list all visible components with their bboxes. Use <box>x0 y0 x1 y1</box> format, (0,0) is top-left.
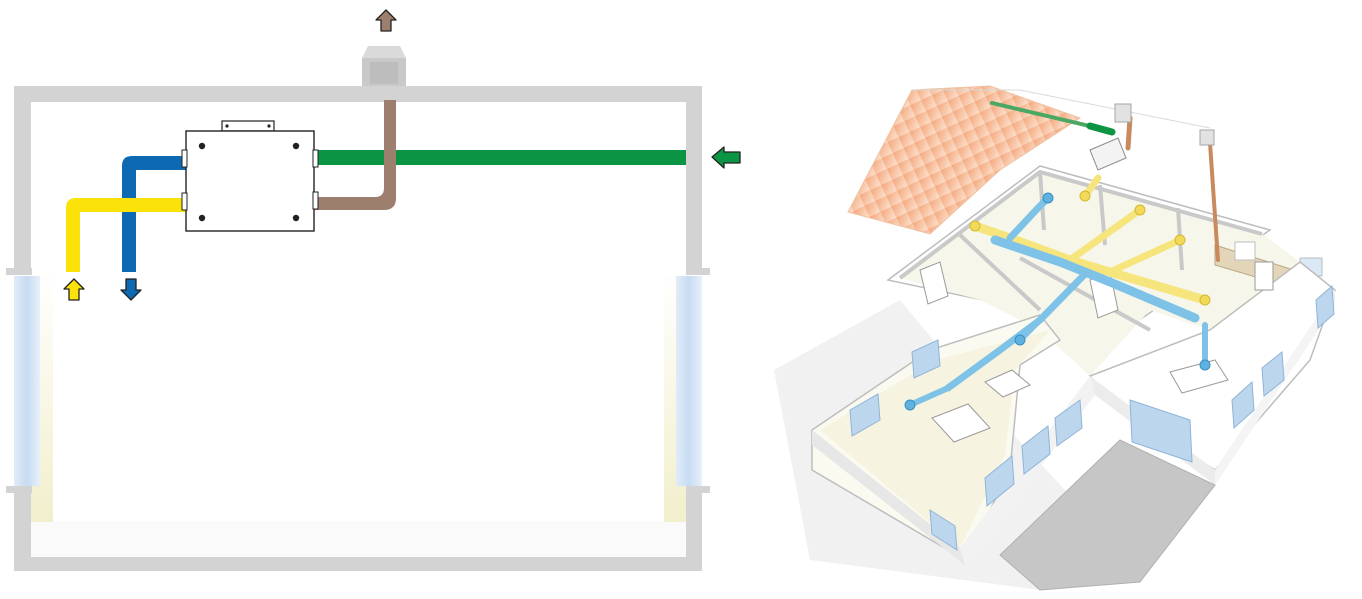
arrow-down-icon <box>121 279 141 300</box>
ducts <box>66 100 686 272</box>
fresh-air-duct <box>314 150 686 165</box>
heat-recovery-unit <box>182 121 318 231</box>
loft-mvhr-unit <box>1090 138 1126 170</box>
building-section <box>6 10 740 571</box>
building-shell <box>14 86 702 271</box>
extract-air-duct <box>122 156 186 272</box>
house-illustration <box>774 86 1335 590</box>
arrow-up-icon <box>376 10 396 31</box>
left-window <box>14 276 40 486</box>
right-window <box>676 276 702 486</box>
roof-exhaust-cowl <box>362 46 406 86</box>
arrow-left-icon <box>712 147 740 168</box>
arrow-up-icon <box>64 279 84 300</box>
